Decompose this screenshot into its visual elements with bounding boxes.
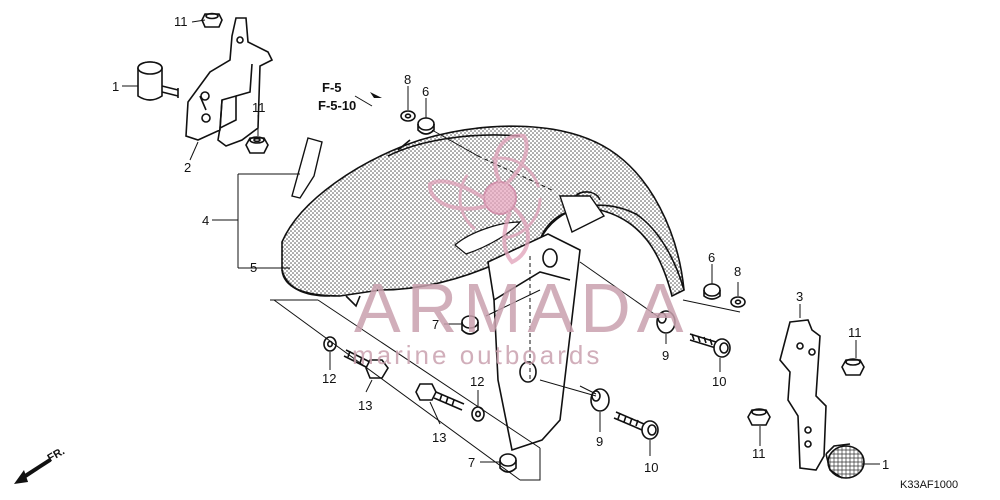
bolt-icon — [613, 411, 659, 440]
callout-number: 7 — [432, 317, 439, 332]
watermark-subtitle: marine outboards — [352, 340, 602, 370]
rubber-mount-icon — [137, 61, 179, 101]
watermark-title: ARMADA — [354, 269, 689, 347]
callout-number: 6 — [708, 250, 715, 265]
rubber-mount-icon — [825, 443, 865, 479]
fender-stripe-part — [291, 137, 323, 199]
callout-number: 13 — [358, 398, 372, 413]
washer-icon — [400, 110, 416, 122]
front-direction-label: FR. — [46, 445, 67, 464]
propeller-logo-icon — [428, 133, 542, 265]
front-fender-part — [281, 125, 685, 452]
reference-label: F-5-10 — [318, 98, 356, 113]
callout-number: 9 — [596, 434, 603, 449]
callout-number: 13 — [432, 430, 446, 445]
bracket-2-shape — [185, 17, 274, 147]
nut-icon — [245, 136, 269, 154]
callout-number: 11 — [848, 325, 862, 340]
callout-number: 4 — [202, 213, 209, 228]
collar-icon — [417, 117, 435, 135]
left-bracket-assembly — [137, 12, 274, 154]
grommet-icon — [656, 310, 676, 334]
callout-number: 1 — [112, 79, 119, 94]
callout-number: 11 — [752, 446, 766, 461]
nut-icon — [747, 408, 771, 426]
front-direction-arrow-icon — [14, 458, 52, 484]
leader-lines — [122, 19, 880, 481]
callout-labels: 11 1 11 2 4 5 8 6 6 8 3 11 7 9 10 12 13 … — [112, 14, 889, 475]
reference-label: F-5 — [322, 80, 342, 95]
callout-number: 9 — [662, 348, 669, 363]
callout-number: 12 — [322, 371, 336, 386]
callout-number: 12 — [470, 374, 484, 389]
callout-number: 8 — [734, 264, 741, 279]
bolt-icon — [415, 383, 465, 411]
callout-number: 10 — [712, 374, 726, 389]
callout-number: 11 — [174, 14, 188, 29]
bracket-3-shape — [779, 319, 827, 471]
diagram-code: K33AF1000 — [900, 479, 958, 491]
callout-number: 11 — [252, 100, 266, 115]
callout-number: 6 — [422, 84, 429, 99]
bolt-icon — [689, 333, 731, 358]
armada-watermark: ARMADA marine outboards — [352, 133, 689, 370]
callout-number: 7 — [468, 455, 475, 470]
fender-stay — [487, 233, 581, 452]
nut-icon — [841, 358, 865, 376]
fender-body — [281, 125, 685, 298]
callout-number: 10 — [644, 460, 658, 475]
grommet-icon — [590, 388, 610, 412]
reference-arrow-icon — [370, 92, 382, 98]
washer-icon — [730, 296, 746, 308]
right-bracket-assembly — [747, 319, 865, 479]
callout-number: 5 — [250, 260, 257, 275]
callout-number: 3 — [796, 289, 803, 304]
callout-number: 1 — [882, 457, 889, 472]
collar-icon — [461, 315, 479, 335]
collar-icon — [499, 453, 517, 473]
callout-number: 2 — [184, 160, 191, 175]
collar-icon — [703, 283, 721, 300]
callout-number: 8 — [404, 72, 411, 87]
